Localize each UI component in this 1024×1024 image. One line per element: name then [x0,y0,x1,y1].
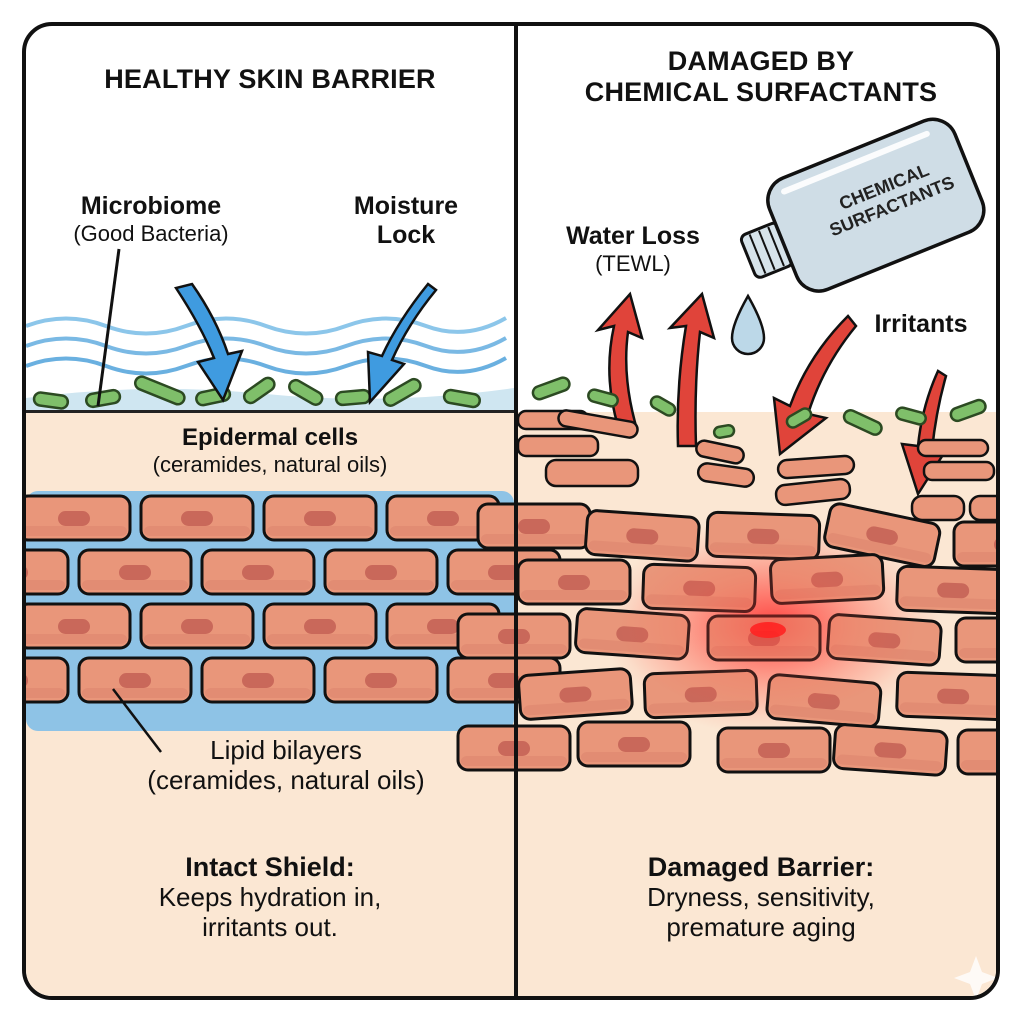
moisture-lock-arrow-right [366,282,438,406]
left-summary: Intact Shield: Keeps hydration in, irrit… [26,852,514,943]
lipid-pointer [112,688,162,753]
diagram-artwork [26,117,996,996]
lipid-label: Lipid bilayers (ceramides, natural oils) [66,735,506,796]
water-loss-label: Water Loss (TEWL) [538,222,728,276]
moisture-lock-label: Moisture Lock [336,192,476,250]
moisture-lock-arrow-left [173,282,245,403]
right-summary-heading: Damaged Barrier: [647,852,875,882]
epidermal-subtitle: (ceramides, natural oils) [152,451,388,477]
microbiome-label: Microbiome (Good Bacteria) [46,192,256,246]
water-loss-arrow-2 [666,291,716,448]
right-summary-line2: premature aging [666,911,856,942]
left-title: HEALTHY SKIN BARRIER [104,64,436,94]
right-summary: Damaged Barrier: Dryness, sensitivity, p… [518,852,996,943]
inflammation-overlay [618,536,918,716]
left-summary-line1: Keeps hydration in, [158,882,382,913]
moisture-title-2: Lock [376,220,436,249]
right-title-line2: CHEMICAL SURFACTANTS [584,77,938,108]
sparkle-icon [954,956,996,996]
bacteria-left [32,375,481,410]
chemical-drop-icon [730,293,766,356]
skin-surface-line [26,410,514,413]
bacteria-right [531,376,987,440]
diagram-frame: HEALTHY SKIN BARRIER Microbiome (Good Ba… [22,22,1000,1000]
panel-divider [514,26,518,996]
microbiome-subtitle: (Good Bacteria) [73,220,229,246]
microbiome-pointer [96,248,121,407]
right-title-line1: DAMAGED BY [667,46,855,76]
microbiome-title: Microbiome [80,192,222,220]
irritants-label: Irritants [874,310,968,338]
water-loss-title: Water Loss [566,222,700,250]
moisture-title: Moisture [353,192,459,220]
lipid-title: Lipid bilayers [210,735,362,765]
water-loss-subtitle: (TEWL) [595,250,671,276]
broken-cells-top [516,409,996,522]
left-summary-line2: irritants out. [202,911,338,942]
damaged-side-art [456,117,996,996]
irritant-arrow-1 [772,314,858,457]
moisture-waves [26,316,507,376]
epidermal-label: Epidermal cells (ceramides, natural oils… [26,424,514,477]
epidermal-title: Epidermal cells [181,424,359,451]
lipid-subtitle: (ceramides, natural oils) [147,764,425,795]
water-loss-arrow-1 [594,291,644,428]
right-title: DAMAGED BY CHEMICAL SURFACTANTS [518,46,996,108]
surfactant-bottle [739,117,986,293]
left-summary-heading: Intact Shield: [185,852,355,882]
right-summary-line1: Dryness, sensitivity, [647,882,875,913]
